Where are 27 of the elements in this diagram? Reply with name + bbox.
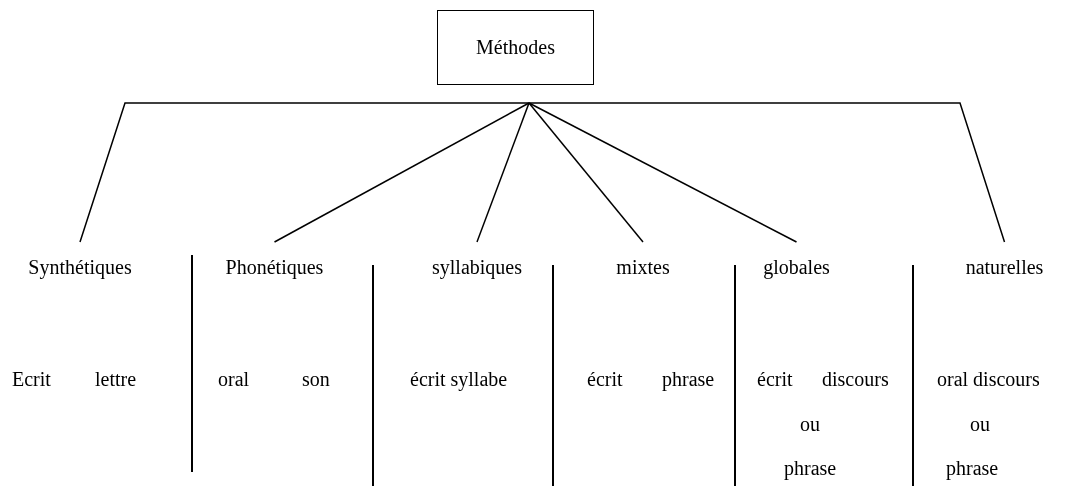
connector-line bbox=[273, 102, 530, 243]
category-heading: globales bbox=[754, 242, 839, 279]
connector-line bbox=[528, 102, 798, 243]
cell-text: phrase bbox=[784, 456, 837, 480]
category-heading: naturelles bbox=[952, 242, 1057, 279]
cell-text: Ecrit bbox=[12, 367, 51, 391]
cell-text: ou bbox=[800, 412, 820, 436]
cell-text: écrit bbox=[757, 367, 793, 391]
cell-text: oral bbox=[218, 367, 250, 391]
category-heading: Synthétiques bbox=[10, 242, 150, 279]
category-heading: Phonétiques bbox=[207, 242, 342, 279]
title-box: Méthodes bbox=[437, 10, 594, 85]
cell-text: son bbox=[302, 367, 330, 391]
cell-text: discours bbox=[822, 367, 889, 391]
cell-text: phrase bbox=[946, 456, 999, 480]
connector-line bbox=[528, 102, 644, 243]
connector-line bbox=[79, 102, 530, 243]
connector-line bbox=[476, 102, 530, 243]
cell-text: phrase bbox=[662, 367, 715, 391]
category-heading: mixtes bbox=[608, 242, 678, 279]
cell-text: oral discours bbox=[937, 367, 1040, 391]
connector-line bbox=[528, 102, 1006, 243]
cell-text: ou bbox=[970, 412, 990, 436]
cell-text: écrit syllabe bbox=[410, 367, 508, 391]
cell-text: lettre bbox=[95, 367, 137, 391]
category-heading: syllabiques bbox=[412, 242, 542, 279]
cell-text: écrit bbox=[587, 367, 623, 391]
